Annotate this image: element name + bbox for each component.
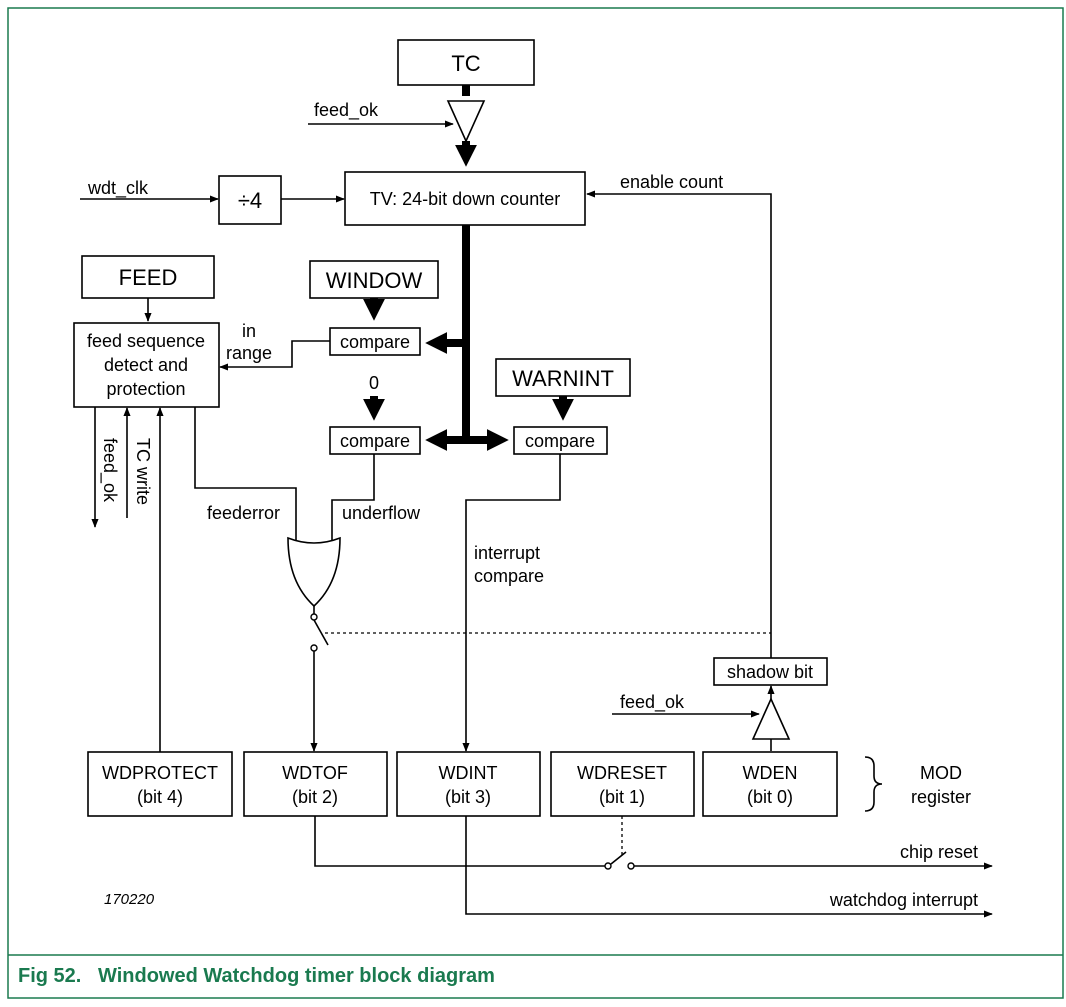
window-compare-box [329,327,421,356]
in-range-wire [219,340,330,371]
watchdog-interrupt-wire [465,816,993,918]
mod-bit-wden [702,751,838,817]
enable-count-label: enable count [620,172,723,192]
feederror-wire [194,407,297,544]
div4-label: ÷4 [238,188,262,213]
switch2-right-contact [627,862,635,870]
mod-register-line1: MOD [920,763,962,783]
tc-buffer-icon [446,100,486,143]
window-box [309,260,439,299]
mod-bit-wdint-name: WDINT [439,763,498,783]
interrupt-compare-line1: interrupt [474,543,540,563]
interrupt-compare-line2: compare [474,566,544,586]
chip-reset-label: chip reset [900,842,978,862]
warnint-label: WARNINT [512,366,614,391]
tc-label: TC [451,51,480,76]
mod-bit-wdint-bit: (bit 3) [445,787,491,807]
in-range-line1: in [242,321,256,341]
switch1-bottom-contact [310,644,318,652]
wdt-clk-label: wdt_clk [87,178,149,199]
window-label: WINDOW [326,268,423,293]
feed-ok-vertical-label: feed_ok [99,438,120,503]
mod-bit-wdint [396,751,541,817]
figure-caption: Fig 52. Windowed Watchdog timer block di… [18,965,495,987]
mod-bit-wdtof-name: WDTOF [282,763,348,783]
wdtof-to-reset-wire [314,816,605,867]
mod-register-brace [864,756,883,812]
warnint-compare-label: compare [525,431,595,451]
feed-label: FEED [119,265,178,290]
warnint-compare-box [513,426,608,455]
mod-bit-wdprotect-name: WDPROTECT [102,763,218,783]
wden-buffer-icon [751,697,791,740]
frame-border [7,7,1064,999]
in-range-line2: range [226,343,272,363]
feed-seq-line3: protection [106,379,185,399]
mod-bit-wdreset-name: WDRESET [577,763,667,783]
switch1-blade [313,619,329,646]
switch2-blade [610,851,627,865]
zero-compare-box [329,426,421,455]
mod-bit-wdprotect-bit: (bit 4) [137,787,183,807]
div4-box [218,175,282,225]
feed-seq-line2: detect and [104,355,188,375]
window-compare-label: compare [340,332,410,352]
mod-bit-wden-bit: (bit 0) [747,787,793,807]
underflow-wire [331,454,375,544]
feed-sequence-box [73,322,220,408]
mod-bit-wdprotect [87,751,233,817]
tc-write-label: TC write [133,438,153,505]
mod-bit-wdtof-bit: (bit 2) [292,787,338,807]
watchdog-interrupt-label: watchdog interrupt [829,890,978,910]
or-gate-icon [287,536,341,608]
feederror-label: feederror [207,503,280,523]
shadow-bit-box [713,657,828,686]
figure-id: 170220 [104,891,155,908]
tc-box [397,39,535,86]
mod-bit-wden-name: WDEN [743,763,798,783]
mod-bit-wdreset-bit: (bit 1) [599,787,645,807]
zero-label: 0 [369,373,379,393]
feed-box [81,255,215,299]
shadow-bit-label: shadow bit [727,662,813,682]
feed-ok-label-bottom: feed_ok [620,692,685,713]
switch1-top-contact [310,613,318,621]
underflow-label: underflow [342,503,421,523]
mod-register-line2: register [911,787,971,807]
enable-count-wire [586,190,772,658]
tv-counter-label: TV: 24-bit down counter [370,189,560,209]
switch2-left-contact [604,862,612,870]
mod-bit-wdtof [243,751,388,817]
zero-compare-label: compare [340,431,410,451]
feed-seq-line1: feed sequence [87,331,205,351]
warnint-box [495,358,631,397]
interrupt-compare-wire [462,480,561,752]
feed-ok-label-top: feed_ok [314,100,379,121]
